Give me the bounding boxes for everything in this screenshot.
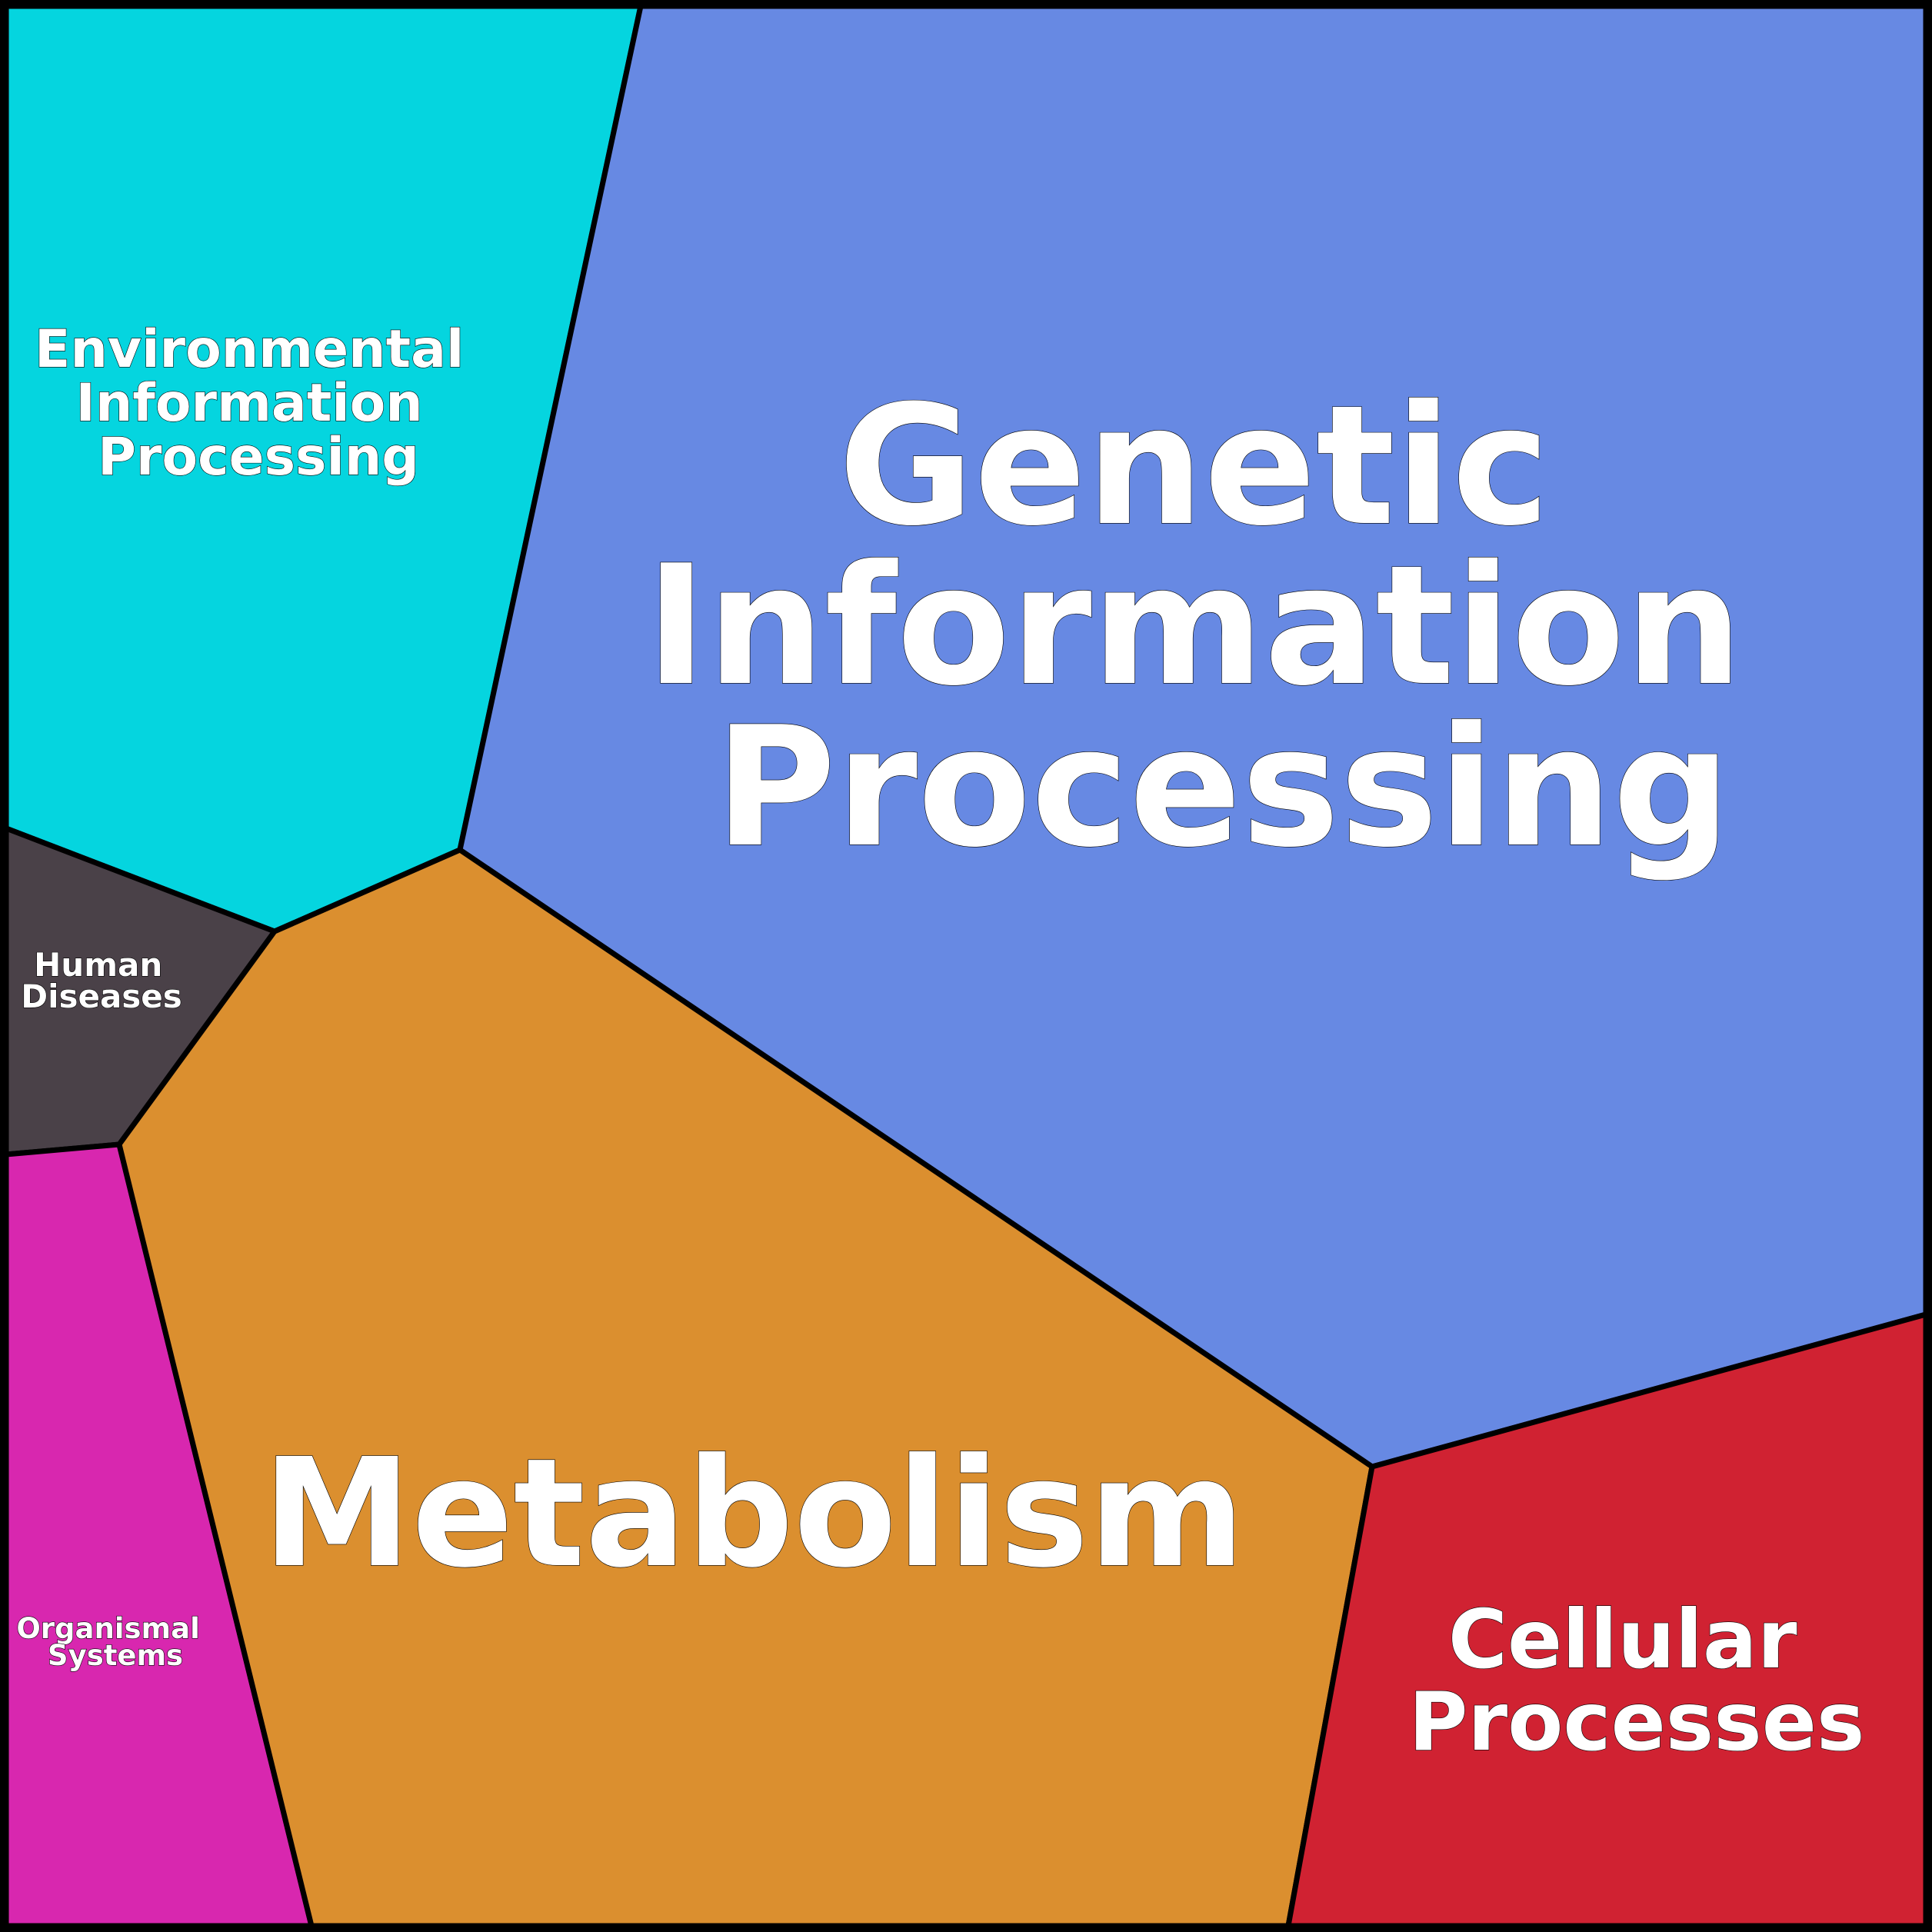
label-line: Metabolism [262, 1426, 1245, 1601]
label-line: Information [645, 529, 1743, 722]
label-line: Organismal [16, 1612, 199, 1645]
label-line: Cellular [1448, 1593, 1797, 1687]
label-human-diseases: Human Diseases [21, 946, 182, 1015]
label-line: Information [76, 373, 423, 434]
label-line: Processes [1408, 1675, 1864, 1769]
label-line: Diseases [21, 978, 182, 1015]
label-line: Systems [48, 1639, 183, 1672]
label-environmental: Environmental Information Processing [35, 319, 482, 488]
label-line: Environmental [35, 319, 464, 380]
label-line: Processing [98, 427, 419, 488]
label-line: Genetic [838, 369, 1550, 562]
label-line: Human [34, 946, 162, 984]
label-genetic: Genetic Information Processing [645, 369, 1800, 884]
label-organismal: Organismal Systems [16, 1612, 209, 1672]
label-cellular: Cellular Processes [1408, 1593, 1864, 1769]
label-metabolism: Metabolism [262, 1426, 1245, 1601]
label-line: Processing [715, 691, 1730, 884]
